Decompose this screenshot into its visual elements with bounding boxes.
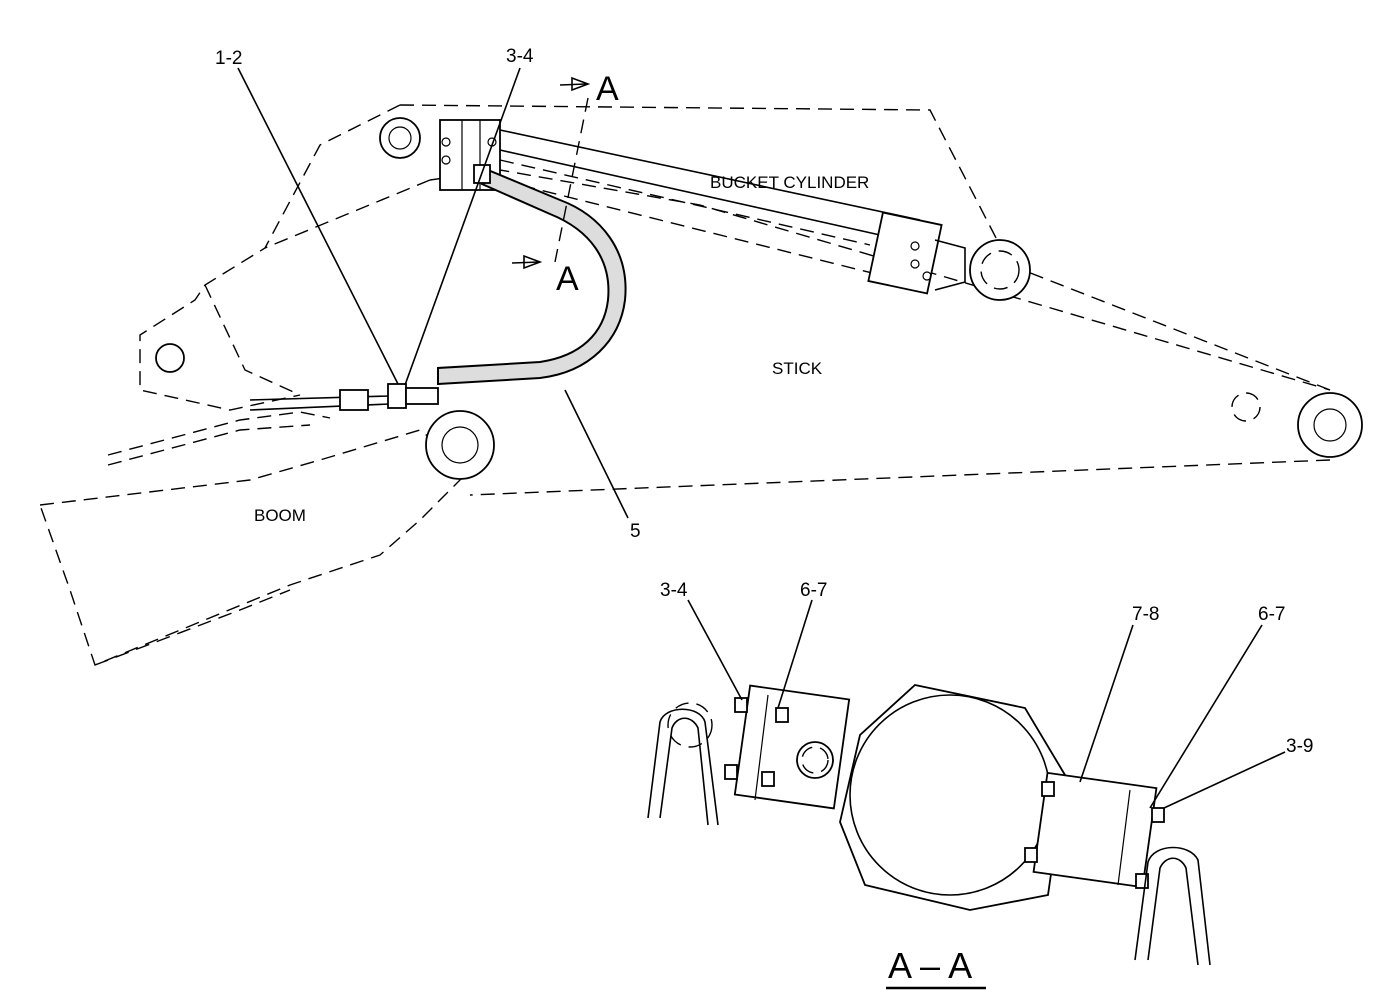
section-marker-top: A (596, 70, 619, 108)
pivot-pins (155, 117, 1363, 480)
leader-lines (237, 67, 1286, 809)
boom-outline (39, 411, 472, 666)
boom-label: BOOM (254, 506, 306, 525)
callout-6-7-right: 6-7 (1258, 604, 1285, 625)
callout-3-9: 3-9 (1286, 736, 1313, 757)
stick-label: STICK (772, 359, 823, 378)
bucket-cylinder-label: BUCKET CYLINDER (710, 173, 869, 192)
hose-assembly (249, 164, 627, 411)
callout-6-7-left: 6-7 (800, 580, 827, 601)
callout-1-2: 1-2 (215, 48, 242, 69)
section-cut-line (511, 76, 591, 270)
callout-3-4-section: 3-4 (660, 580, 688, 601)
section-marker-bottom: A (556, 260, 579, 298)
bucket-cylinder (439, 119, 1031, 301)
callout-5: 5 (630, 521, 641, 542)
section-view (647, 684, 1211, 966)
stick-outline (139, 104, 1331, 496)
section-view-title: A – A (888, 945, 972, 986)
callout-7-8: 7-8 (1132, 604, 1159, 625)
callout-3-4-top: 3-4 (506, 46, 534, 67)
